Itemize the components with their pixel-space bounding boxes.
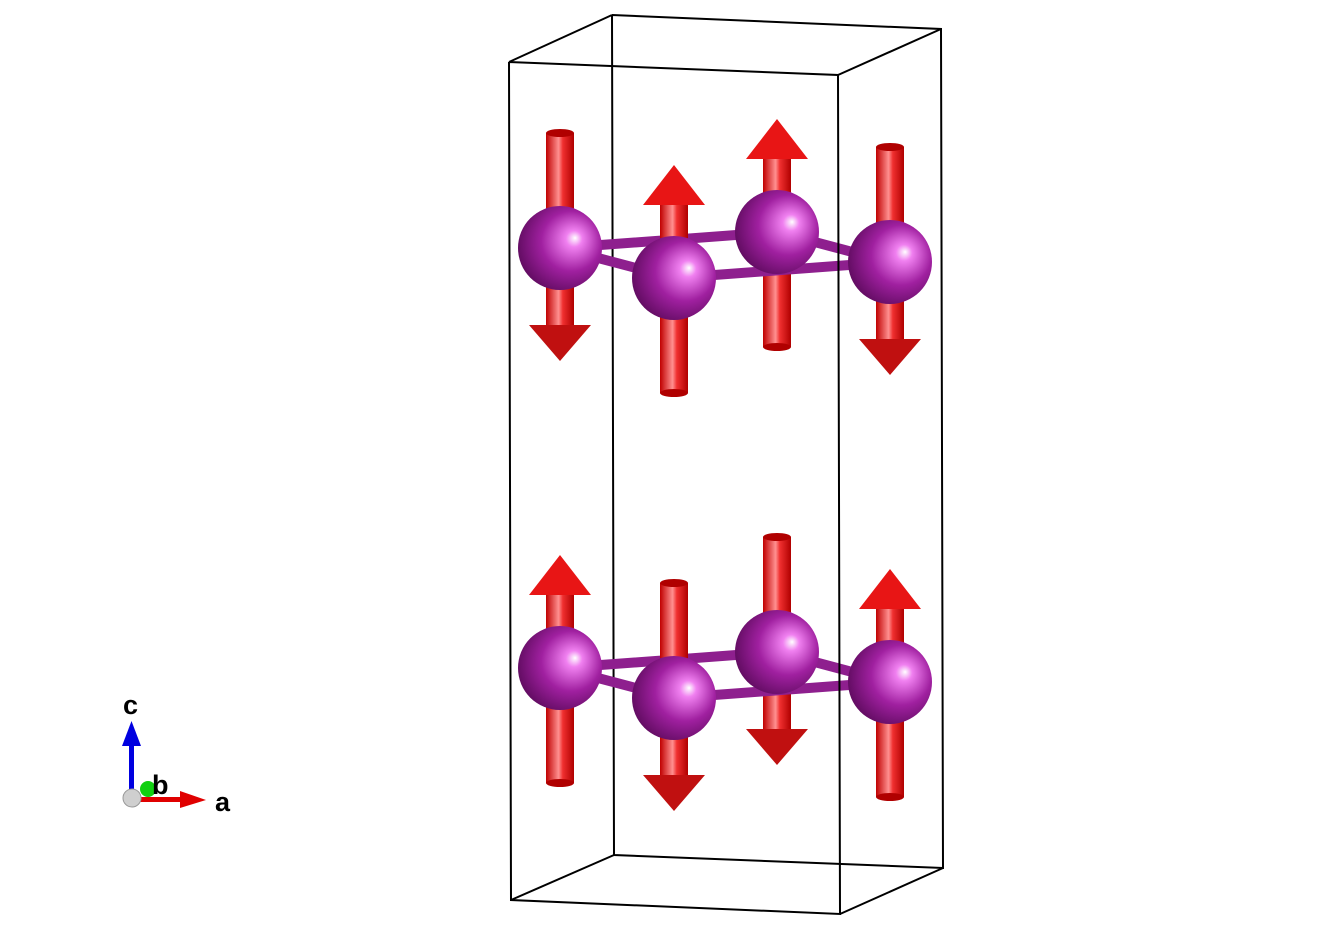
c-axis-arrow xyxy=(122,721,141,797)
unit-cell-front-edges xyxy=(508,14,944,916)
axis-origin xyxy=(122,788,142,808)
atom[interactable] xyxy=(848,220,932,304)
atom[interactable] xyxy=(518,626,602,710)
atom[interactable] xyxy=(632,656,716,740)
atom[interactable] xyxy=(632,236,716,320)
atom-layer-top xyxy=(518,119,932,397)
atom[interactable] xyxy=(848,640,932,724)
b-axis-marker xyxy=(140,781,156,797)
atom[interactable] xyxy=(735,610,819,694)
c-axis-label: c xyxy=(123,690,138,720)
atom[interactable] xyxy=(518,206,602,290)
a-axis-arrow xyxy=(134,791,206,808)
atom[interactable] xyxy=(735,190,819,274)
a-axis-label: a xyxy=(215,787,231,817)
atom-layer-bottom xyxy=(518,533,932,811)
b-axis-label: b xyxy=(152,770,169,800)
axis-indicator: c b a xyxy=(122,690,231,817)
